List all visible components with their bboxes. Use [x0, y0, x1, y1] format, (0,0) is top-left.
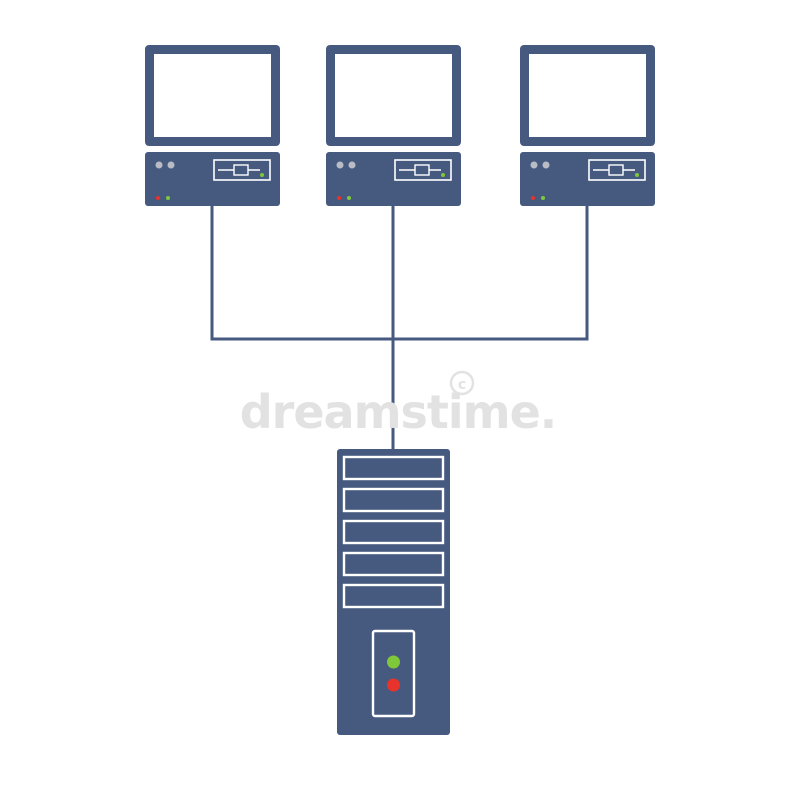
watermark: c dreamstime.: [240, 370, 557, 439]
server-status-led-green: [387, 655, 400, 669]
network-connections: [210, 205, 589, 450]
server-tower: [337, 449, 450, 735]
power-led-red: [156, 196, 160, 200]
power-led-green: [541, 196, 545, 200]
disk-drive-icon: [588, 159, 646, 181]
monitor-screen: [154, 54, 271, 137]
server-drive-bay: [342, 487, 445, 513]
case-button-icon: [542, 161, 550, 169]
case-button-icon: [167, 161, 175, 169]
watermark-copyright-icon: [449, 370, 475, 396]
computer-2: [326, 45, 461, 206]
computer-1: [145, 45, 280, 206]
power-led-green: [166, 196, 170, 200]
server-drive-bay: [342, 519, 445, 545]
server-case: [337, 449, 450, 735]
power-led-green: [347, 196, 351, 200]
case-button-icon: [336, 161, 344, 169]
server-drive-bay: [342, 455, 445, 481]
case-button-icon: [155, 161, 163, 169]
power-led-red: [531, 196, 535, 200]
monitor-screen: [335, 54, 452, 137]
power-led-red: [337, 196, 341, 200]
server-status-led-red: [387, 678, 400, 692]
disk-drive-icon: [213, 159, 271, 181]
case-button-icon: [530, 161, 538, 169]
computer-3: [520, 45, 655, 206]
case-button-icon: [348, 161, 356, 169]
disk-drive-icon: [394, 159, 452, 181]
server-drive-bay: [342, 583, 445, 609]
server-front-panel: [371, 629, 416, 718]
monitor-screen: [529, 54, 646, 137]
server-drive-bay: [342, 551, 445, 577]
watermark-text: dreamstime.: [240, 385, 557, 439]
watermark-copyright-glyph: c: [458, 377, 466, 393]
